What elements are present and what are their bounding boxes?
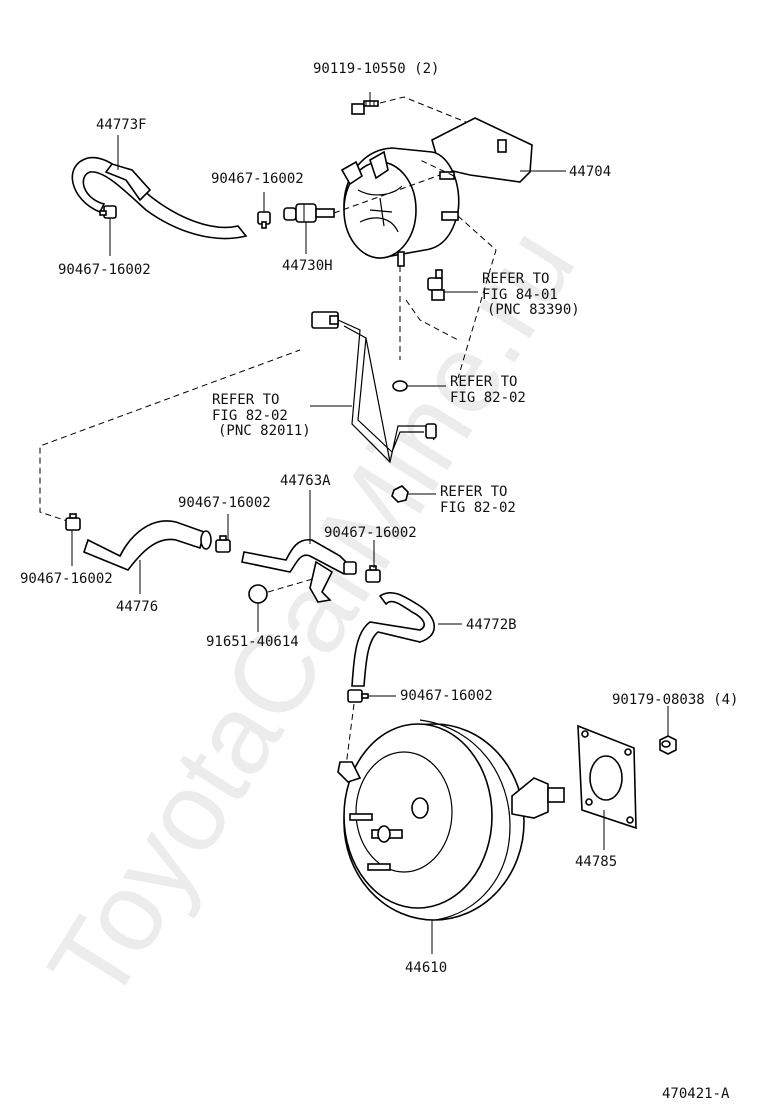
label-44772b: 44772B (466, 617, 517, 633)
label-refer-84-3: (PNC 83390) (487, 302, 580, 318)
bolt-90119 (351, 100, 379, 115)
dash-tank-2 (457, 215, 497, 379)
label-refer-82b-2: FIG 82-02 (450, 390, 526, 406)
label-refer-84-1: REFER TO (482, 271, 549, 287)
gasket-44785 (577, 724, 637, 830)
label-refer-82a-2: FIG 82-02 (212, 408, 288, 424)
label-91651: 91651-40614 (206, 634, 299, 650)
clamp-mid-left (215, 535, 231, 553)
label-nut: 90179-08038 (4) (612, 692, 738, 708)
label-44776: 44776 (116, 599, 158, 615)
clamp-mid-right (365, 565, 381, 583)
dash-long (39, 349, 301, 523)
label-gasket: 44785 (575, 854, 617, 870)
label-bolt-top: 90119-10550 (2) (313, 61, 439, 77)
label-refer-82c-1: REFER TO (440, 484, 507, 500)
label-refer-84-2: FIG 84-01 (482, 287, 558, 303)
figure-id: 470421-A (662, 1086, 730, 1102)
dash-tank-1 (419, 159, 455, 177)
label-clamp-upper-mid: 90467-16002 (211, 171, 304, 187)
nut-90179 (659, 735, 677, 755)
hose-44773f (71, 156, 248, 240)
label-44763a: 44763A (280, 473, 331, 489)
check-valve-44730h (283, 203, 335, 223)
hose-44772b (351, 591, 436, 687)
dash-valve (333, 174, 441, 214)
watermark: ToyotaCarMine.ru (24, 207, 598, 1023)
label-refer-82b-1: REFER TO (450, 374, 517, 390)
hose-44776 (83, 520, 212, 571)
hose-44763a (241, 538, 357, 603)
label-clamp-mid-left: 90467-16002 (178, 495, 271, 511)
label-clamp-upper-left: 90467-16002 (58, 262, 151, 278)
dash-bolt (379, 96, 479, 128)
label-refer-82a-3: (PNC 82011) (218, 423, 311, 439)
label-valve: 44730H (282, 258, 333, 274)
label-refer-82c-2: FIG 82-02 (440, 500, 516, 516)
label-clamp-mid-right: 90467-16002 (324, 525, 417, 541)
clamp-left (65, 513, 81, 531)
brake-line-82011 (311, 311, 437, 464)
clamp-lower (347, 689, 369, 703)
clamp-upper-mid (257, 211, 271, 229)
ring-82 (392, 380, 408, 392)
dash-b (267, 577, 317, 593)
label-tank: 44704 (569, 164, 611, 180)
label-booster: 44610 (405, 960, 447, 976)
label-clamp-lower: 90467-16002 (400, 688, 493, 704)
label-refer-82a-1: REFER TO (212, 392, 279, 408)
label-44773f: 44773F (96, 117, 147, 133)
nut-82 (391, 485, 409, 503)
label-clamp-left: 90467-16002 (20, 571, 113, 587)
b-marker (248, 584, 268, 604)
vacuum-switch (427, 269, 445, 301)
dash-switch (405, 299, 459, 341)
brake-booster-44610 (337, 719, 565, 921)
dash-lower (345, 703, 355, 767)
